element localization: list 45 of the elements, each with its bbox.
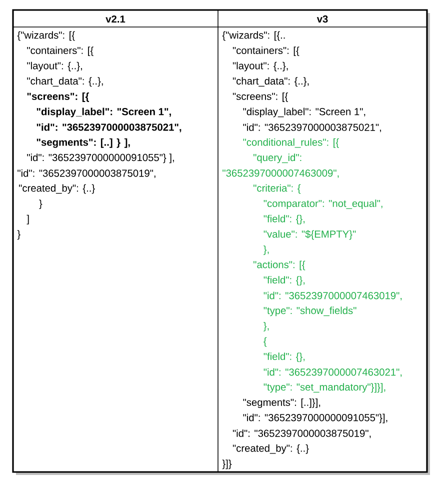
code-line: "created_by": {..} bbox=[232, 444, 309, 454]
column-header: v2.1 bbox=[106, 15, 126, 23]
code-line: "criteria": { bbox=[254, 184, 301, 194]
code-line: "id": "3652397000007463019", bbox=[264, 292, 402, 300]
code-line: {"wizards": [{ bbox=[17, 31, 75, 41]
code-line: "id": "3652397000000091055"}], bbox=[243, 414, 388, 424]
code-line: {"wizards": [{.. bbox=[222, 31, 285, 41]
code-line: "layout": {..}, bbox=[27, 62, 82, 72]
code-line: "display_label": "Screen 1", bbox=[243, 108, 366, 118]
code-line: "type": "show_fields" bbox=[264, 306, 356, 316]
code-line: "id": "3652397000007463021", bbox=[264, 368, 402, 377]
code-line: "segments": [..]}], bbox=[243, 398, 320, 408]
code-line: }, bbox=[264, 322, 269, 332]
code-line: } bbox=[39, 200, 42, 210]
code-line: "display_label": "Screen 1", bbox=[36, 108, 171, 118]
code-line: "query_id": bbox=[254, 154, 302, 164]
code-line: "segments": [..] } ], bbox=[36, 138, 130, 148]
code-line: "comparator": "not_equal", bbox=[264, 200, 382, 210]
code-line: "containers": [{ bbox=[232, 46, 300, 56]
code-line: "id": "3652397000003875019", bbox=[232, 429, 371, 438]
code-line: "chart_data": {..}, bbox=[27, 77, 103, 87]
code-line: "conditional_rules": [{ bbox=[243, 138, 339, 148]
code-line: "id": "3652397000003875021", bbox=[36, 123, 182, 132]
code-line: "layout": {..}, bbox=[232, 62, 288, 72]
code-line: "actions": [{ bbox=[254, 260, 306, 270]
column-header: v3 bbox=[316, 15, 328, 23]
code-line: "created_by": {..} bbox=[19, 184, 95, 194]
code-line: { bbox=[264, 337, 267, 347]
code-line: "chart_data": {..}, bbox=[232, 77, 309, 87]
code-line: "type": "set_mandatory"}]}], bbox=[264, 383, 386, 393]
code-line: }]} bbox=[222, 460, 232, 470]
code-line: ] bbox=[26, 214, 29, 224]
code-line: "3652397000007463009", bbox=[222, 170, 339, 178]
code-line: }, bbox=[264, 245, 269, 255]
code-line: "screens": [{ bbox=[232, 92, 288, 102]
code-line: "field": {}, bbox=[264, 214, 305, 224]
code-line: } bbox=[17, 230, 20, 240]
code-line: "containers": [{ bbox=[27, 46, 94, 56]
code-line: "field": {}, bbox=[264, 276, 305, 286]
code-line: "value": "${EMPTY}" bbox=[264, 230, 356, 240]
code-line: "screens": [{ bbox=[27, 92, 89, 102]
code-line: "id": "3652397000003875021", bbox=[243, 123, 381, 132]
code-line: "id": "3652397000000091055"} ], bbox=[27, 154, 174, 164]
code-line: "id": "3652397000003875019", bbox=[18, 169, 156, 178]
code-line: "field": {}, bbox=[264, 352, 305, 362]
